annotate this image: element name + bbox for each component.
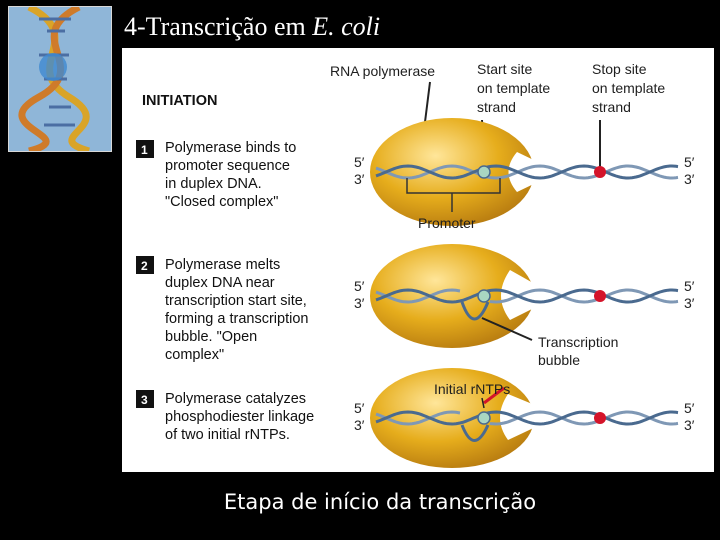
initiation-heading: INITIATION [142, 93, 217, 109]
rna-polymerase-1 [370, 118, 534, 226]
step-1-number: 1 [141, 143, 148, 157]
step-2-line-2: duplex DNA near [165, 275, 275, 291]
step-3-line-1: Polymerase catalyzes [165, 391, 306, 407]
start-site-label-3: strand [477, 99, 516, 115]
rna-polymerase-label: RNA polymerase [330, 63, 435, 79]
row-3-right-five-prime: 5′ [684, 400, 695, 416]
transcription-bubble-label-1: Transcription [538, 334, 618, 350]
figure-svg: INITIATION RNA polymerase Start site on … [136, 61, 695, 468]
transcription-bubble-pointer [481, 317, 533, 341]
row-2-left-five-prime: 5′ [354, 278, 365, 294]
dna-row-1-strand-a [375, 164, 679, 180]
step-2-badge [136, 256, 154, 274]
dna-row-3-strand-a [375, 410, 679, 426]
row-1-left-five-prime: 5′ [354, 154, 365, 170]
row-2-left-three-prime: 3′ [354, 295, 365, 311]
stop-site-marker-2 [594, 290, 606, 302]
step-1-line-4: "Closed complex" [165, 194, 278, 210]
title-text: 4-Transcrição em [124, 12, 313, 41]
initial-rntp-pair [483, 386, 505, 405]
polymerase-1-cleft [508, 152, 542, 192]
stop-site-label-1: Stop site [592, 61, 647, 77]
row-3-left-three-prime: 3′ [354, 417, 365, 433]
step-3-line-2: phosphodiester linkage [165, 409, 314, 425]
step-2-line-4: forming a transcription [165, 311, 308, 327]
initial-rntps-pointer [481, 397, 485, 409]
start-site-marker-2 [477, 289, 491, 303]
step-2-line-3: transcription start site, [165, 293, 307, 309]
row-2-right-three-prime: 3′ [684, 295, 695, 311]
start-site-marker-1 [477, 165, 491, 179]
bubble-3-template-loop [460, 424, 490, 442]
step-2-line-6: complex" [165, 347, 224, 363]
dna-thumbnail-image [8, 6, 112, 152]
row-3-right-three-prime: 3′ [684, 417, 695, 433]
step-3-line-3: of two initial rNTPs. [165, 427, 290, 443]
start-site-label-1: Start site [477, 61, 532, 77]
slide-caption: Etapa de início da transcrição [223, 490, 537, 514]
promoter-label: Promoter [418, 215, 476, 231]
step-1-line-3: in duplex DNA. [165, 176, 262, 192]
initiation-figure: INITIATION RNA polymerase Start site on … [122, 48, 714, 472]
step-3-number: 3 [141, 393, 148, 407]
rna-polymerase-3 [370, 368, 534, 468]
promoter-bracket [406, 178, 501, 194]
step-2-line-5: bubble. "Open [165, 329, 257, 345]
step-1-line-2: promoter sequence [165, 158, 290, 174]
dna-duplexes [375, 164, 679, 426]
slide-title: 4-Transcrição em E. coli [124, 12, 380, 42]
initial-rntps-label: Initial rNTPs [434, 381, 510, 397]
stop-site-marker-1 [594, 166, 606, 178]
start-site-marker-3 [477, 411, 491, 425]
row-2-right-five-prime: 5′ [684, 278, 695, 294]
row-1-left-three-prime: 3′ [354, 171, 365, 187]
step-1-badge [136, 140, 154, 158]
title-italic-text: E. coli [312, 12, 381, 41]
stop-site-label-3: strand [592, 99, 631, 115]
row-1-right-five-prime: 5′ [684, 154, 695, 170]
start-site-label-2: on template [477, 80, 550, 96]
step-3-badge [136, 390, 154, 408]
bubble-2-template-loop [460, 301, 490, 321]
row-3-left-five-prime: 5′ [354, 400, 365, 416]
dna-row-3-strand-b [375, 410, 679, 426]
row-1-right-three-prime: 3′ [684, 171, 695, 187]
stop-site-marker-3 [594, 412, 606, 424]
dna-row-2-strand-a [375, 288, 679, 304]
step-2-number: 2 [141, 259, 148, 273]
dna-row-2-strand-b [375, 288, 679, 304]
transcription-bubble-label-2: bubble [538, 352, 580, 368]
step-1-line-1: Polymerase binds to [165, 140, 296, 156]
dna-row-1-strand-b [375, 164, 679, 180]
step-2-line-1: Polymerase melts [165, 257, 280, 273]
stop-site-label-2: on template [592, 80, 665, 96]
